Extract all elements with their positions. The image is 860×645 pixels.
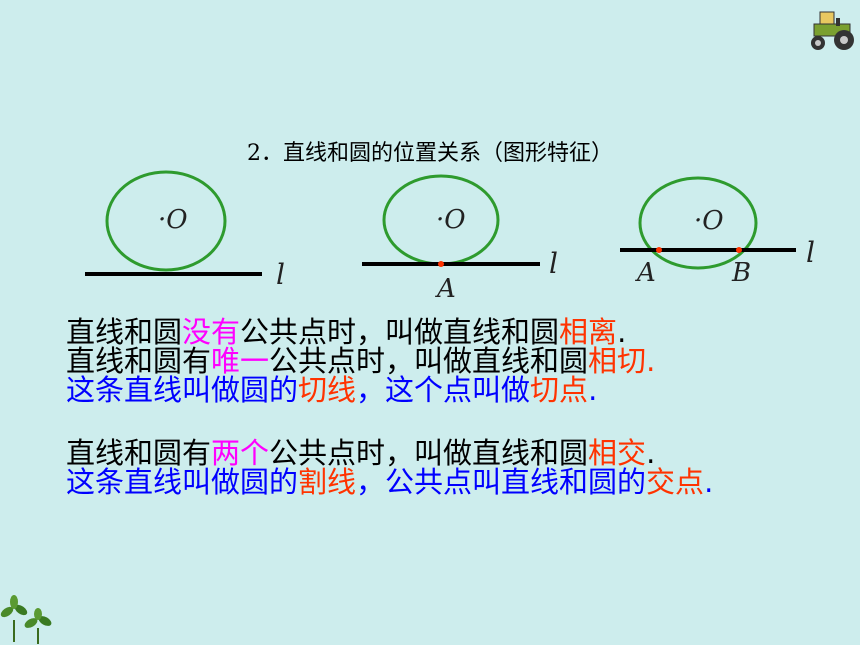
line-secant-def: 这条直线叫做圆的割线，公共点叫直线和圆的交点. (66, 465, 714, 499)
intersection-point-b (736, 247, 742, 253)
line-tangent-def: 这条直线叫做圆的切线，这个点叫做切点. (66, 373, 598, 407)
line-separate: 直线和圆没有公共点时，叫做直线和圆相离. (66, 315, 627, 349)
line-label: l (549, 247, 558, 280)
paragraph-separate-tangent: 直线和圆没有公共点时，叫做直线和圆相离. 直线和圆有唯一公共点时，叫做直线和圆相… (66, 318, 655, 405)
tractor-icon (811, 11, 854, 50)
circle (105, 170, 227, 272)
line-label: l (806, 236, 815, 269)
circle (638, 176, 758, 270)
center-label: ·O (158, 205, 188, 235)
line-label: l (276, 258, 285, 291)
diagram-tangent: ·O l A (362, 174, 558, 304)
intersection-point-a (656, 247, 662, 253)
paragraph-intersect: 直线和圆有两个公共点时，叫做直线和圆相交. 这条直线叫做圆的割线，公共点叫直线和… (66, 439, 713, 497)
center-label: ·O (694, 206, 724, 236)
point-b-label: B (731, 258, 751, 288)
position-diagrams: ·O l ·O l A ·O l A B (85, 170, 815, 304)
line-intersect: 直线和圆有两个公共点时，叫做直线和圆相交. (66, 436, 656, 470)
diagram-intersect: ·O l A B (620, 176, 815, 288)
diagram-separate: ·O l (85, 170, 285, 291)
point-a-label: A (635, 258, 656, 288)
sprout-icon (0, 595, 52, 645)
point-label: A (435, 274, 456, 304)
center-label: ·O (436, 205, 466, 235)
section-subtitle: 2．直线和圆的位置关系（图形特征） (247, 141, 613, 166)
tangent-point (438, 261, 444, 267)
line-tangent: 直线和圆有唯一公共点时，叫做直线和圆相切. (66, 344, 656, 378)
